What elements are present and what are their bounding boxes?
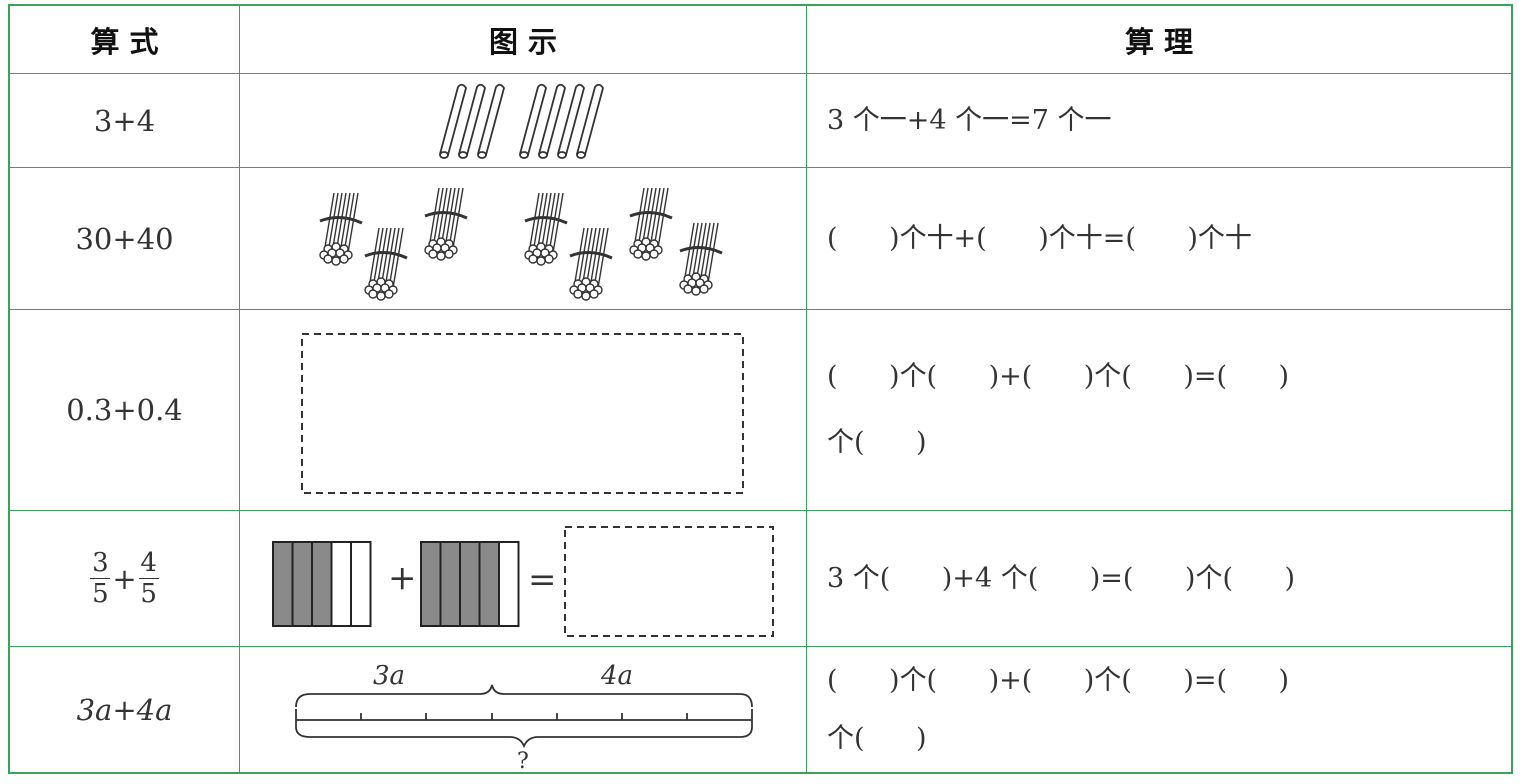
- header-reasoning: 算 理: [806, 6, 1511, 73]
- stick-end: [439, 151, 449, 159]
- shaded-part: [478, 541, 500, 627]
- stick-bundle: [424, 187, 468, 261]
- stick-end: [557, 151, 567, 159]
- header-diagram: 图 示: [239, 6, 806, 73]
- fraction-bars-diagram: + =: [272, 526, 774, 637]
- shaded-part: [420, 541, 442, 627]
- total-label: ?: [517, 749, 529, 773]
- number-line-diagram: 3a 4a ?: [295, 661, 753, 773]
- reasoning-line: ( )个十+( )个十=( )个十: [827, 222, 1252, 254]
- sticks-diagram: [439, 83, 604, 159]
- reasoning-line: 3 个( )+4 个( )=( )个( ): [827, 562, 1296, 594]
- diagram-cell: + =: [239, 511, 806, 646]
- header-reasoning-label: 算 理: [1124, 24, 1194, 59]
- header-formula-label: 算 式: [90, 24, 159, 59]
- unshaded-part: [350, 541, 372, 627]
- formula-cell: 3+4: [10, 74, 239, 167]
- reasoning-line: 个( ): [827, 722, 927, 754]
- reasoning-cell: 3 个一+4 个一=7 个一: [806, 74, 1511, 167]
- numerator: 3: [92, 548, 109, 578]
- answer-box: [564, 526, 774, 637]
- numerator: 4: [140, 548, 157, 578]
- reasoning-line: 个( ): [827, 427, 927, 458]
- table-row: 30+40 ( )个十+( )个十=( )个十: [10, 167, 1511, 309]
- reasoning-cell: ( )个( )+( )个( )=( ) 个( ): [806, 310, 1511, 510]
- segment-label-b: 4a: [600, 661, 633, 691]
- formula-text: 3+4: [93, 103, 156, 138]
- header-diagram-label: 图 示: [488, 24, 558, 59]
- denominator: 5: [140, 579, 157, 609]
- stick-end: [519, 151, 529, 159]
- reasoning-line: ( )个( )+( )个( )=( ): [827, 361, 1290, 392]
- stick-end: [458, 151, 468, 159]
- diagram-cell: [239, 74, 806, 167]
- reasoning-cell: ( )个十+( )个十=( )个十: [806, 168, 1511, 309]
- table-row: 0.3+0.4 ( )个( )+( )个( )=( ) 个( ): [10, 309, 1511, 510]
- diagram-cell: 3a 4a ?: [239, 647, 806, 773]
- formula-cell: 0.3+0.4: [10, 310, 239, 510]
- stick-end: [538, 151, 548, 159]
- formula-cell: 3a+4a: [10, 647, 239, 772]
- arithmetic-table: 算 式 图 示 算 理 3+4 3 个一+4 个一=7 个一 30+40 ( )…: [8, 4, 1513, 774]
- stick-end: [477, 151, 487, 159]
- stick-bundle: [679, 222, 723, 296]
- reasoning-cell: ( )个( )+( )个( )=( ) 个( ): [806, 647, 1511, 772]
- shaded-part: [439, 541, 461, 627]
- header-formula: 算 式: [10, 6, 239, 73]
- reasoning-line: ( )个( )+( )个( )=( ): [827, 664, 1290, 696]
- shaded-part: [459, 541, 481, 627]
- formula-text: 30+40: [75, 221, 174, 256]
- shaded-part: [272, 541, 294, 627]
- diagram-cell: [239, 168, 806, 309]
- reasoning-line: 3 个一+4 个一=7 个一: [827, 104, 1112, 136]
- reasoning-cell: 3 个( )+4 个( )=( )个( ): [806, 511, 1511, 646]
- stick-end: [576, 151, 586, 159]
- segment-label-a: 3a: [373, 661, 405, 691]
- plus-sign: +: [112, 561, 137, 596]
- formula-text: 0.3+0.4: [66, 393, 183, 427]
- unshaded-part: [330, 541, 352, 627]
- bottom-brace: [295, 726, 753, 749]
- stick-bundle: [364, 227, 408, 301]
- stick-group-4: [519, 83, 604, 159]
- diagram-plus: +: [388, 558, 417, 598]
- denominator: 5: [92, 579, 109, 609]
- shaded-part: [291, 541, 313, 627]
- shaded-part: [311, 541, 333, 627]
- bundles-diagram: [319, 187, 723, 301]
- formula-text: 3a+4a: [76, 692, 173, 727]
- diagram-cell: [239, 310, 806, 510]
- top-brace: [295, 684, 753, 708]
- stick-group-3: [439, 83, 505, 159]
- diagram-equals: =: [528, 560, 557, 600]
- table-row: 3+4 3 个一+4 个一=7 个一: [10, 73, 1511, 167]
- table-header-row: 算 式 图 示 算 理: [10, 6, 1511, 73]
- unshaded-part: [498, 541, 520, 627]
- stick-bundle: [569, 227, 613, 301]
- formula-cell: 30+40: [10, 168, 239, 309]
- stick-bundle: [629, 187, 673, 261]
- empty-drawing-box: [301, 333, 744, 494]
- stick-bundle: [319, 192, 363, 266]
- table-row: 3a+4a 3a 4a ? ( )个( )+( )个(: [10, 646, 1511, 773]
- stick-bundle: [524, 192, 568, 266]
